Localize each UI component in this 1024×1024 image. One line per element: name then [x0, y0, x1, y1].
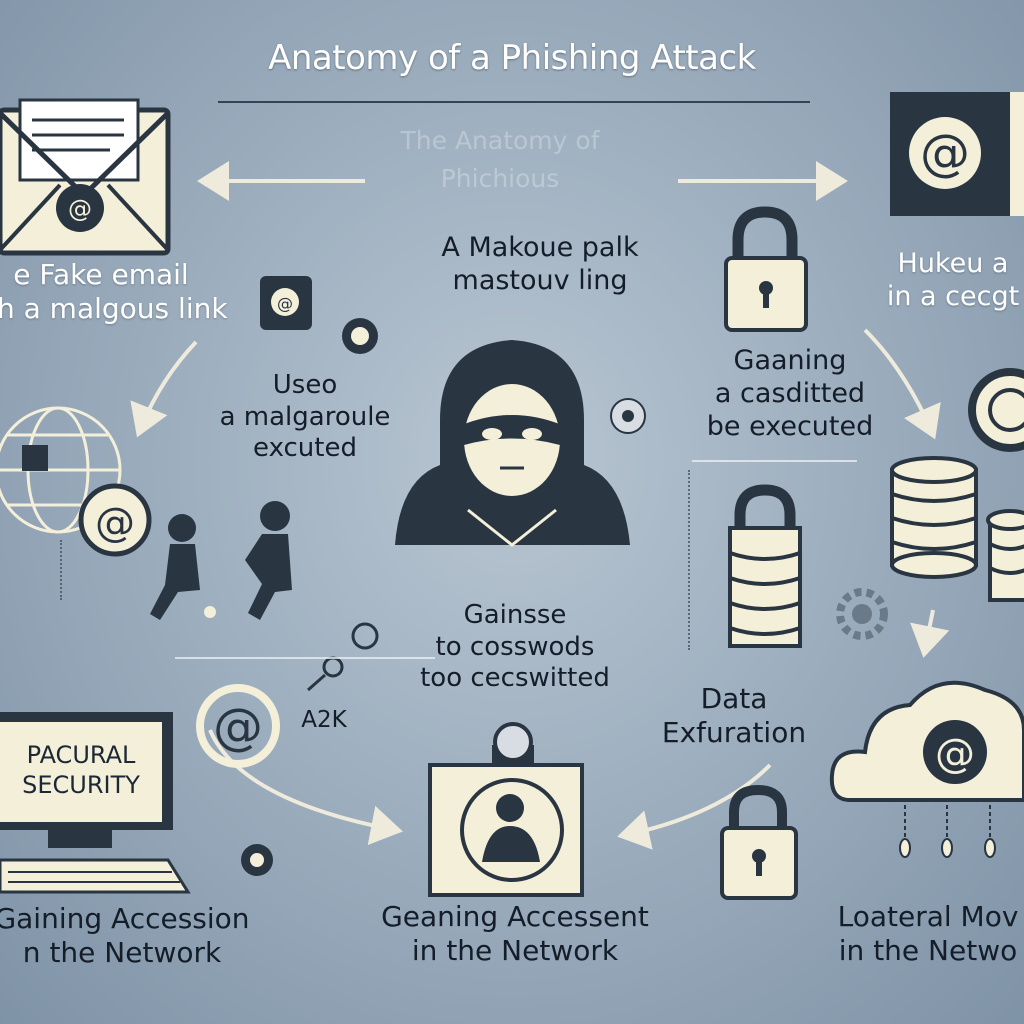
ghost-text-line2: Phichious: [440, 164, 560, 193]
dotted-divider: [688, 470, 690, 650]
globe-icon: [0, 406, 122, 534]
step-used-malware-line2: a malgaroule: [219, 401, 391, 432]
step-data-exfiltration-line2: Exfuration: [661, 716, 807, 750]
svg-text:@: @: [213, 698, 263, 756]
step-fake-email: e Fake email th a malgous link: [0, 258, 228, 326]
step-malicious-link: A Makoue palk mastouv ling: [410, 232, 670, 298]
database-icon: [968, 368, 1024, 452]
at-sign-icon: @: [890, 92, 1024, 216]
step-top-right-line1: Hukeu a: [897, 248, 1009, 279]
step-fake-email-line1: e Fake email: [13, 258, 189, 291]
people-icon: [150, 501, 292, 620]
svg-text:@: @: [68, 195, 92, 223]
page-title: Anatomy of a Phishing Attack: [268, 38, 756, 78]
keyboard-icon: [0, 858, 191, 894]
step-passwords-line3: too cecswitted: [420, 663, 610, 694]
divider: [692, 460, 857, 462]
step-gaining-credentials-line2: a casditted: [714, 377, 866, 409]
padlock-icon: [728, 484, 802, 648]
step-passwords-line1: Gainsse: [463, 600, 567, 630]
step-gaining-credentials: Gaaning a casditted be executed: [680, 345, 900, 444]
step-passwords-line2: to cosswods: [435, 631, 595, 662]
small-label: A2K: [301, 707, 347, 733]
step-malicious-link-line2: mastouv ling: [452, 264, 628, 296]
monitor-screen-line2: SECURITY: [22, 771, 140, 799]
step-gaining-access-center: Geaning Accessent in the Network: [370, 900, 660, 968]
svg-text:@: @: [920, 124, 970, 182]
step-gaining-access-left-line2: n the Network: [22, 936, 222, 970]
padlock-icon: [720, 784, 798, 900]
step-lateral-movement-line1: Loateral Mov: [837, 900, 1019, 933]
svg-text:@: @: [935, 731, 975, 777]
ghost-text: The Anatomy of Phichious: [340, 122, 660, 198]
step-used-malware: Useo a malgaroule excuted: [200, 370, 410, 465]
step-top-right: Hukeu a in a cecgt: [858, 248, 1024, 314]
ghost-text-line1: The Anatomy of: [400, 126, 600, 155]
step-gaining-access-center-line2: in the Network: [411, 934, 619, 968]
arrow-icon: [130, 161, 950, 850]
title-divider: [218, 101, 810, 103]
at-sign-icon: @: [78, 483, 152, 557]
step-data-exfiltration-line1: Data: [700, 682, 768, 715]
svg-text:@: @: [277, 294, 293, 313]
step-fake-email-line2: th a malgous link: [0, 292, 228, 326]
cloud-icon: @: [829, 680, 1024, 858]
step-gaining-access-left-line1: Gaining Accession: [0, 902, 250, 935]
step-malicious-link-line1: A Makoue palk: [441, 232, 639, 263]
key-icon: @: [260, 276, 378, 354]
step-gaining-credentials-line1: Gaaning: [733, 345, 847, 376]
divider: [175, 657, 435, 659]
step-gaining-access-left: Gaining Accession n the Network: [0, 902, 262, 970]
gear-icon: [836, 588, 888, 640]
step-used-malware-line3: excuted: [253, 433, 357, 464]
step-data-exfiltration: Data Exfuration: [636, 682, 832, 750]
step-top-right-line2: in a cecgt: [886, 280, 1020, 312]
database-icon: [890, 456, 1024, 602]
envelope-icon: @: [0, 98, 171, 256]
step-used-malware-line1: Useo: [272, 370, 338, 400]
user-profile-icon: [428, 722, 584, 897]
hacker-icon: [395, 340, 630, 547]
padlock-icon: [724, 206, 808, 332]
step-gaining-access-center-line1: Geaning Accessent: [381, 900, 649, 933]
step-gaining-credentials-line3: be executed: [706, 410, 874, 442]
step-lateral-movement: Loateral Mov in the Netwo: [818, 900, 1024, 968]
monitor-screen-line1: PACURAL: [26, 741, 136, 769]
at-sign-icon: @: [196, 684, 280, 768]
monitor-screen: PACURAL SECURITY: [0, 740, 162, 800]
dotted-divider: [60, 540, 62, 600]
step-passwords: Gainsse to cosswods too cecswitted: [395, 600, 635, 695]
monitor-icon: [0, 712, 173, 848]
svg-text:@: @: [95, 500, 135, 546]
step-lateral-movement-line2: in the Netwo: [838, 934, 1018, 968]
